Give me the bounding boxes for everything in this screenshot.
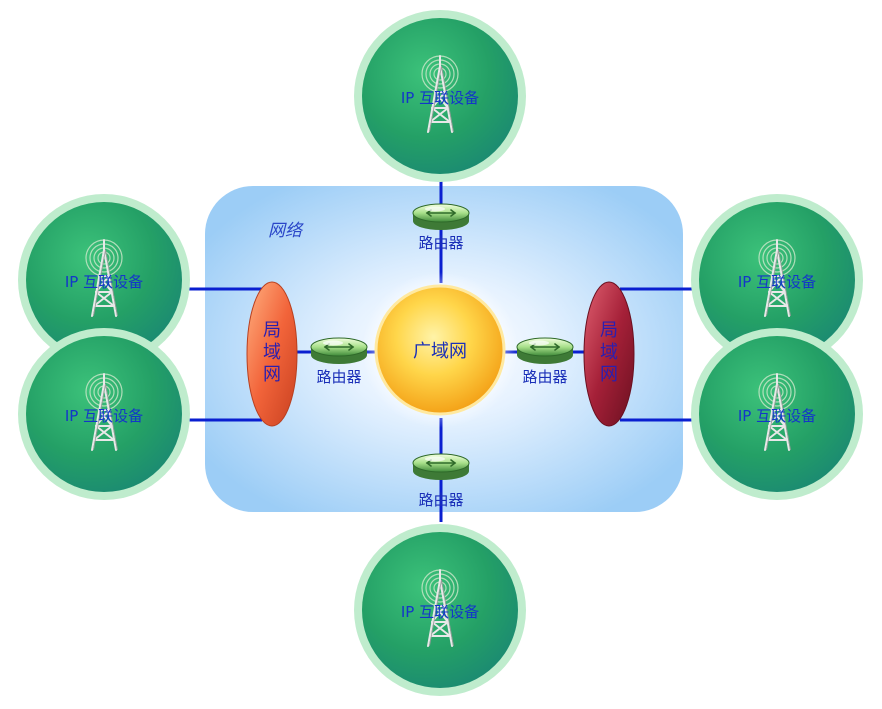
router-right: 路由器 [516, 337, 574, 386]
router-top-label: 路由器 [418, 234, 463, 252]
lan-left-char-2: 域 [263, 342, 281, 363]
router-icon [412, 453, 470, 481]
device-left-upper-label: IP 互联设备 [65, 273, 143, 291]
router-top: 路由器 [412, 203, 470, 252]
network-links [186, 180, 696, 522]
lan-left-char-1: 局 [263, 320, 281, 341]
router-icon [516, 337, 574, 365]
router-icon [412, 203, 470, 231]
device-right-lower: IP 互联设备 [691, 328, 863, 500]
lan-left: 局 域 网 [246, 281, 298, 427]
router-icon [310, 337, 368, 365]
device-top: IP 互联设备 [354, 10, 526, 182]
lan-right-char-2: 域 [600, 342, 618, 363]
router-right-label: 路由器 [522, 368, 567, 386]
device-left-upper: IP 互联设备 [18, 194, 190, 366]
device-left-lower-label: IP 互联设备 [65, 407, 143, 425]
network-label: 网络 [268, 221, 304, 241]
device-right-lower-label: IP 互联设备 [738, 407, 816, 425]
router-bottom: 路由器 [412, 453, 470, 509]
wan-node: 广域网 [362, 272, 518, 428]
lan-right-char-3: 网 [600, 364, 618, 385]
lan-left-char-3: 网 [263, 364, 281, 385]
router-bottom-label: 路由器 [418, 491, 463, 509]
device-bottom: IP 互联设备 [354, 524, 526, 696]
lan-right: 局 域 网 [583, 281, 635, 427]
router-left-label: 路由器 [316, 368, 361, 386]
device-right-upper-label: IP 互联设备 [738, 273, 816, 291]
device-top-label: IP 互联设备 [401, 89, 479, 107]
device-bottom-label: IP 互联设备 [401, 603, 479, 621]
lan-right-char-1: 局 [600, 320, 618, 341]
wan-label: 广域网 [413, 341, 467, 362]
device-left-lower: IP 互联设备 [18, 328, 190, 500]
router-left: 路由器 [310, 337, 368, 386]
device-right-upper: IP 互联设备 [691, 194, 863, 366]
